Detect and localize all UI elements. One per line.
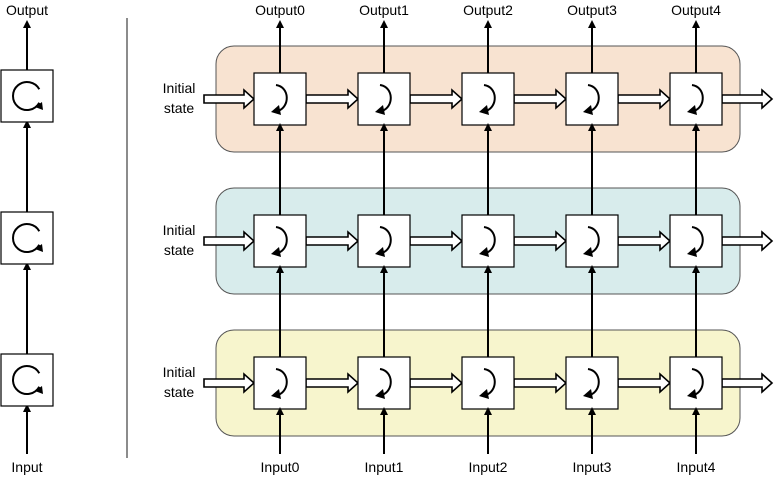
compact-cell: [0, 353, 54, 407]
input-label: Input0: [261, 459, 300, 475]
input-label: Input2: [469, 459, 508, 475]
recurrence-icon: [275, 84, 288, 112]
initial-state-label: Initial: [163, 80, 196, 96]
state-arrow: [409, 372, 464, 394]
recurrence-icon: [379, 368, 392, 396]
state-arrow: [409, 88, 464, 110]
recurrence-icon: [587, 84, 600, 112]
rnn-cell: [669, 356, 723, 410]
output-label: Output2: [463, 2, 513, 18]
initial-state-label: state: [164, 242, 195, 258]
state-arrow: [721, 230, 774, 252]
rnn-cell: [669, 72, 723, 126]
rnn-cell: [565, 214, 619, 268]
state-arrow: [203, 230, 256, 252]
rnn-cell: [461, 356, 515, 410]
state-arrow: [617, 88, 672, 110]
recurrence-icon: [379, 226, 392, 254]
initial-state-label: state: [164, 384, 195, 400]
rnn-cell: [357, 214, 411, 268]
recurrence-icon: [379, 84, 392, 112]
recurrence-icon: [691, 84, 704, 112]
state-arrow: [305, 372, 360, 394]
state-arrow: [721, 88, 774, 110]
rnn-cell: [461, 214, 515, 268]
output-label: Output3: [567, 2, 617, 18]
state-arrow: [305, 88, 360, 110]
input-label: Input3: [573, 459, 612, 475]
recurrence-icon: [483, 84, 496, 112]
output-label: Output4: [671, 2, 721, 18]
rnn-cell: [669, 214, 723, 268]
input-label: Input4: [677, 459, 716, 475]
state-arrow: [721, 372, 774, 394]
unrolled-rnn: InitialstateInitialstateInitialstateOutp…: [163, 2, 774, 475]
input-label: Input1: [365, 459, 404, 475]
recurrence-icon: [275, 226, 288, 254]
state-arrow: [617, 230, 672, 252]
recurrence-icon: [12, 81, 41, 111]
state-arrow: [409, 230, 464, 252]
recurrence-icon: [483, 368, 496, 396]
initial-state-label: Initial: [163, 222, 196, 238]
rnn-cell: [565, 72, 619, 126]
rnn-cell: [357, 356, 411, 410]
state-arrow: [513, 372, 568, 394]
state-arrow: [203, 88, 256, 110]
state-arrow: [513, 88, 568, 110]
recurrence-icon: [12, 223, 41, 253]
compact-rnn: Output Input: [0, 2, 54, 475]
recurrence-icon: [691, 226, 704, 254]
state-arrow: [305, 230, 360, 252]
state-arrow: [617, 372, 672, 394]
compact-output-label: Output: [6, 2, 48, 18]
recurrence-icon: [587, 226, 600, 254]
state-arrow: [203, 372, 256, 394]
recurrence-icon: [483, 226, 496, 254]
rnn-cell: [565, 356, 619, 410]
rnn-cell: [461, 72, 515, 126]
recurrence-icon: [587, 368, 600, 396]
compact-cell: [0, 69, 54, 123]
initial-state-label: Initial: [163, 364, 196, 380]
compact-cell: [0, 211, 54, 265]
initial-state-label: state: [164, 100, 195, 116]
recurrence-icon: [691, 368, 704, 396]
recurrence-icon: [12, 365, 41, 395]
rnn-cell: [253, 356, 307, 410]
recurrence-icon: [275, 368, 288, 396]
output-label: Output1: [359, 2, 409, 18]
compact-input-label: Input: [11, 459, 42, 475]
rnn-cell: [253, 72, 307, 126]
output-label: Output0: [255, 2, 305, 18]
rnn-cell: [357, 72, 411, 126]
state-arrow: [513, 230, 568, 252]
rnn-cell: [253, 214, 307, 268]
